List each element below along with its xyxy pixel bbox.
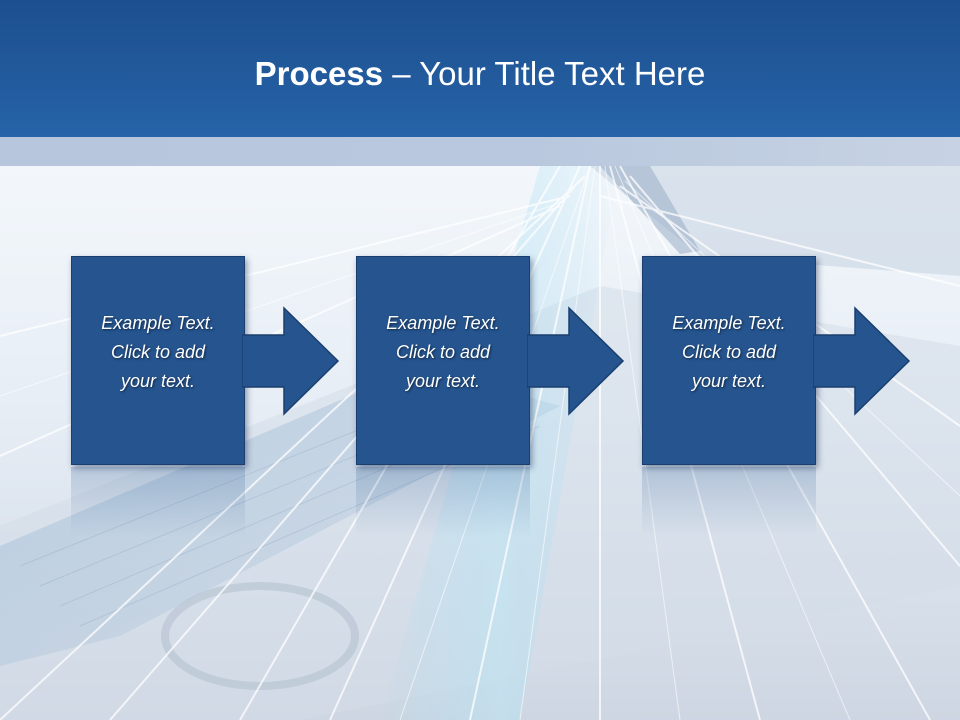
title-rest: – Your Title Text Here: [383, 55, 706, 92]
step-line2: Click to add: [110, 342, 206, 362]
process-arrow-2: [527, 306, 625, 416]
process-box-1-text[interactable]: Example Text. Click to add your text.: [72, 309, 244, 396]
process-box-1[interactable]: Example Text. Click to add your text.: [71, 256, 245, 465]
step-line3: your text.: [120, 371, 196, 391]
process-box-3[interactable]: Example Text. Click to add your text.: [642, 256, 816, 465]
step-line2: Click to add: [395, 342, 491, 362]
step-line1: Example Text.: [101, 313, 215, 333]
process-box-2-text[interactable]: Example Text. Click to add your text.: [357, 309, 529, 396]
header-subband: [0, 137, 960, 166]
process-box-2-reflection: [356, 467, 530, 537]
slide-title[interactable]: Process – Your Title Text Here: [0, 52, 960, 96]
step-line3: your text.: [405, 371, 481, 391]
process-arrow-3: [813, 306, 911, 416]
process-box-2[interactable]: Example Text. Click to add your text.: [356, 256, 530, 465]
step-line1: Example Text.: [672, 313, 786, 333]
process-box-3-text[interactable]: Example Text. Click to add your text.: [643, 309, 815, 396]
step-line2: Click to add: [681, 342, 777, 362]
step-line3: your text.: [691, 371, 767, 391]
header-bar: [0, 0, 960, 137]
process-box-3-reflection: [642, 467, 816, 537]
step-line1: Example Text.: [386, 313, 500, 333]
process-box-1-reflection: [71, 467, 245, 537]
process-arrow-1: [242, 306, 340, 416]
title-bold: Process: [254, 55, 384, 92]
